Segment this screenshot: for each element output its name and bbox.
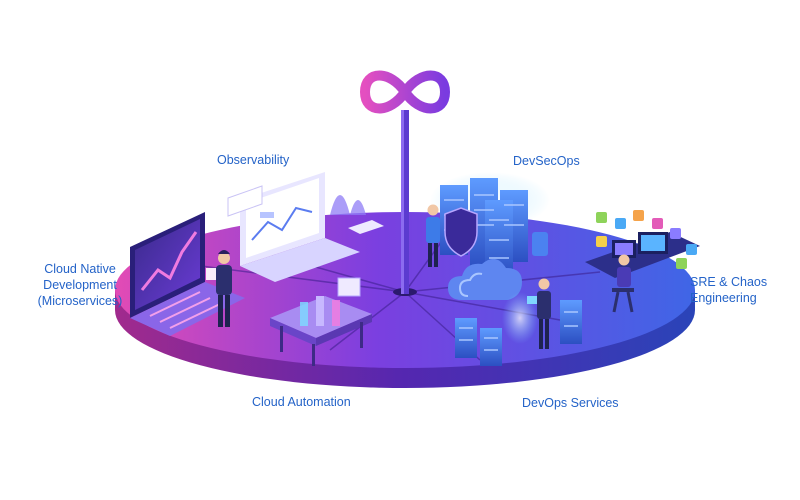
monitor-dashboard-icon <box>227 172 384 282</box>
label-cloud-automation-text: Cloud Automation <box>252 395 351 409</box>
label-sre-line-2: Engineering <box>690 291 757 305</box>
label-devops-services-text: DevOps Services <box>522 396 619 410</box>
label-sre-line-1: SRE & Chaos <box>690 275 768 289</box>
label-devops-services: DevOps Services <box>522 395 619 411</box>
app-badge-icon <box>596 210 697 269</box>
workstation-icon <box>585 232 700 313</box>
laptop-chart-icon <box>130 212 245 336</box>
person-icon <box>426 204 440 267</box>
label-cloud-native: Cloud Native Development (Microservices) <box>28 261 132 309</box>
label-devsecops: DevSecOps <box>513 153 580 169</box>
label-observability-text: Observability <box>217 153 290 167</box>
shield-icon <box>444 207 478 257</box>
cloud-automation-table <box>270 277 372 366</box>
infinity-logo-icon <box>360 70 450 294</box>
label-observability: Observability <box>217 152 289 168</box>
label-sre-chaos: SRE & Chaos Engineering <box>690 274 767 306</box>
label-devsecops-text: DevSecOps <box>513 154 580 168</box>
person-icon <box>206 250 232 327</box>
cloud-icon <box>448 258 522 300</box>
label-cloud-native-line-3: (Microservices) <box>37 294 123 308</box>
label-cloud-automation: Cloud Automation <box>252 394 351 410</box>
label-cloud-native-line-1: Cloud Native <box>44 262 116 276</box>
server-rack-icon <box>455 300 582 366</box>
person-icon <box>502 278 551 349</box>
label-cloud-native-line-2: Development <box>43 278 117 292</box>
